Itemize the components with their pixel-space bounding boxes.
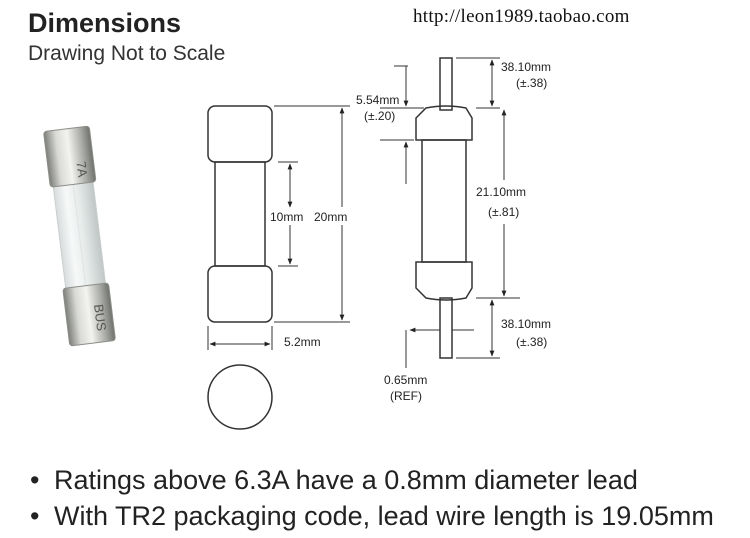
fuse-photo-bottom-cap: [62, 282, 116, 347]
page-subtitle: Drawing Not to Scale: [28, 42, 226, 65]
dim-lead-diameter: [405, 327, 474, 368]
fuse-end-view: [207, 364, 273, 430]
dim-body-tol: (±.81): [488, 205, 519, 219]
dim-10mm: [278, 161, 298, 267]
dim-body: [476, 109, 520, 299]
dim-20mm: [274, 105, 350, 323]
fuse-photo: 7A BUS: [43, 125, 116, 347]
dim-5-2mm: [207, 326, 273, 350]
fuse-photo-top-cap: [43, 125, 97, 188]
dim-cap: [380, 65, 424, 184]
dim-lead-diameter-label: 0.65mm: [384, 373, 427, 387]
fuse-side-view: [415, 57, 473, 359]
lead-bottom: [439, 297, 453, 359]
side-bottom-cap: [415, 261, 473, 301]
watermark-url: http://leon1989.taobao.com: [413, 6, 630, 27]
note-item: Ratings above 6.3A have a 0.8mm diameter…: [30, 462, 714, 498]
dim-lead-top-label: 38.10mm: [501, 60, 551, 74]
front-bottom-cap: [207, 265, 273, 323]
notes-list: Ratings above 6.3A have a 0.8mm diameter…: [30, 462, 714, 534]
lead-top: [439, 57, 453, 111]
dim-lead-bottom: [456, 299, 500, 359]
note-item: With TR2 packaging code, lead wire lengt…: [30, 498, 714, 534]
fuse-front-view: [207, 105, 273, 323]
dim-5-2mm-label: 5.2mm: [284, 335, 321, 349]
dim-20mm-label: 20mm: [314, 210, 347, 224]
fuse-photo-marking-bottom: BUS: [91, 303, 109, 332]
dim-lead-diameter-note: (REF): [390, 389, 422, 403]
dim-lead-top: [456, 57, 500, 109]
page-title: Dimensions: [28, 8, 182, 38]
dim-cap-tol: (±.20): [364, 109, 395, 123]
front-top-cap: [207, 105, 273, 163]
fuse-photo-marking-top: 7A: [73, 160, 90, 178]
side-body: [421, 139, 467, 263]
dim-body-label: 21.10mm: [476, 185, 526, 199]
dim-10mm-label: 10mm: [270, 210, 303, 224]
dim-lead-top-tol: (±.38): [516, 76, 547, 90]
dim-lead-bottom-tol: (±.38): [516, 335, 547, 349]
dim-cap-label: 5.54mm: [356, 93, 399, 107]
dim-lead-bottom-label: 38.10mm: [501, 317, 551, 331]
side-top-cap: [415, 105, 473, 141]
front-body: [214, 161, 266, 267]
